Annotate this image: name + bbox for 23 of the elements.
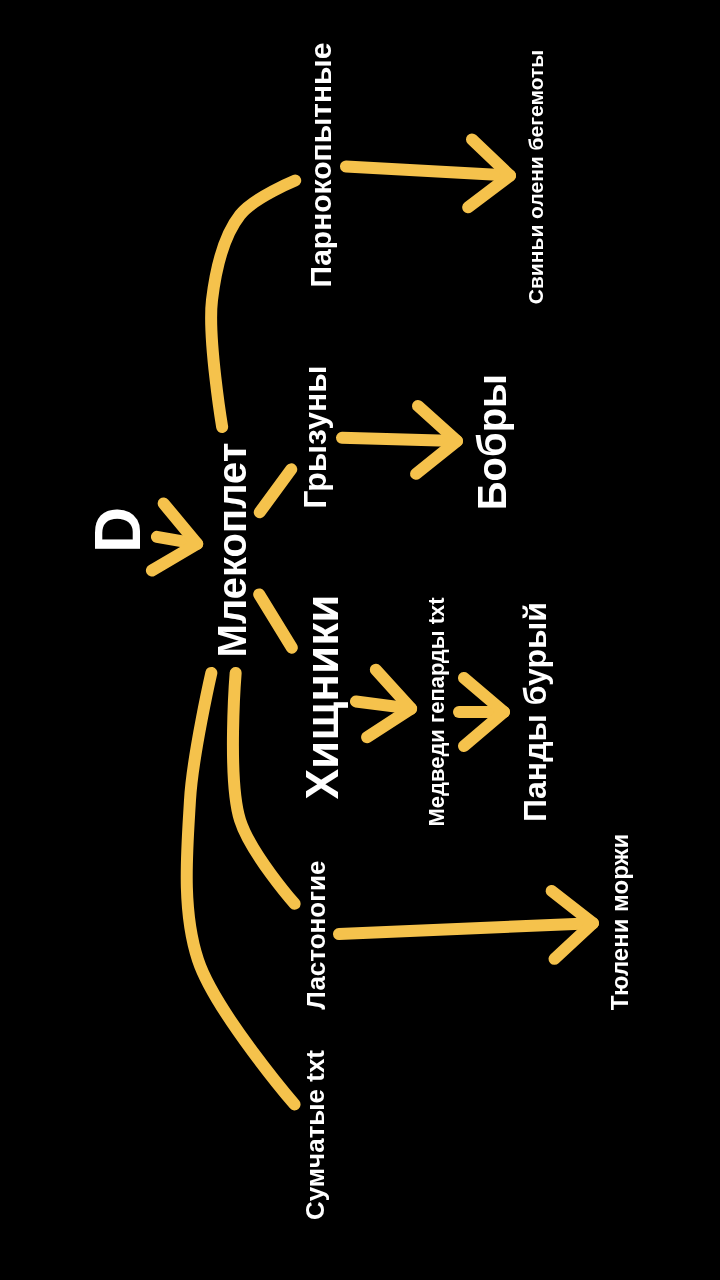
category-label: Грызуны	[296, 352, 334, 522]
connector-line	[253, 463, 298, 519]
arrow	[349, 663, 418, 744]
category-label: Тюлени моржи	[605, 812, 635, 1032]
arrow	[333, 884, 599, 965]
arrow	[453, 672, 510, 752]
letter-label: D	[87, 500, 149, 560]
arrow	[336, 399, 463, 480]
category-label: Сумчатые txt	[299, 1035, 331, 1235]
category-label: Ластоногие	[299, 842, 331, 1028]
category-label: Свиньи олени бегемоты	[522, 22, 548, 332]
arrow	[145, 497, 204, 577]
category-label: Парнокопытные	[302, 32, 338, 298]
arrow	[340, 133, 516, 214]
category-label: Хищники	[296, 582, 348, 812]
category-label: Панды бурый	[516, 592, 554, 832]
category-label: Медведи гепарды txt	[423, 587, 451, 837]
connector-line	[226, 667, 301, 910]
category-label: Млекоплет	[209, 435, 255, 665]
category-label: Бобры	[469, 367, 515, 517]
connector-line	[180, 666, 301, 1111]
connector-line	[205, 174, 302, 434]
connector-line	[253, 588, 298, 654]
